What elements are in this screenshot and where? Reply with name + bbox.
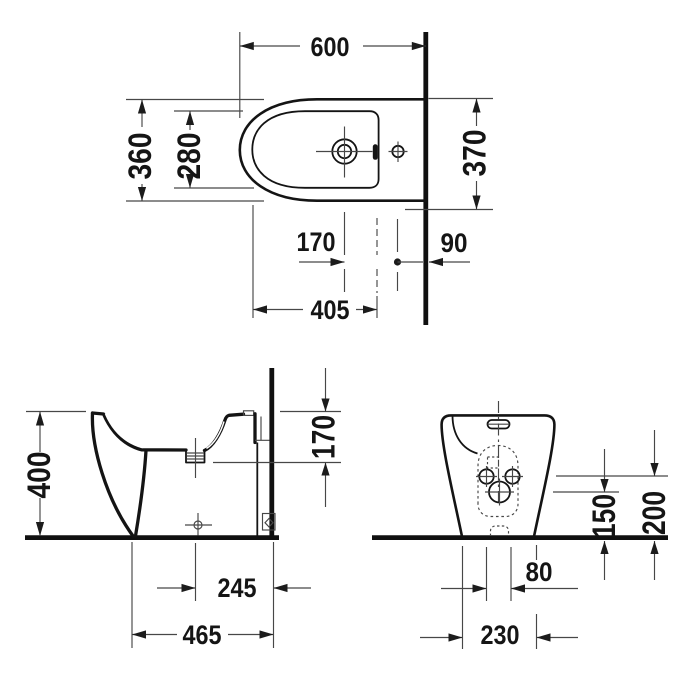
arrowhead xyxy=(429,257,443,267)
dim-360: 360 xyxy=(122,98,264,202)
dim-label-600: 600 xyxy=(311,32,350,62)
arrowhead xyxy=(35,522,45,536)
dim-label-200: 200 xyxy=(636,491,672,535)
dim-405: 405 xyxy=(252,205,378,325)
fixing-hole-crosshair xyxy=(388,141,408,162)
side-view: 400 170 245 465 xyxy=(21,368,342,650)
dim-370: 370 xyxy=(405,97,493,211)
arrowhead xyxy=(511,584,525,593)
arrowhead xyxy=(330,257,345,267)
arrowhead xyxy=(185,174,195,188)
dim-label-400: 400 xyxy=(21,452,57,499)
arrowhead xyxy=(273,583,288,593)
dim-label-360: 360 xyxy=(122,133,158,180)
bidet-outline-plan xyxy=(238,98,428,202)
arrowhead xyxy=(321,462,330,476)
dim-170-plan: 170 xyxy=(297,212,399,293)
extension-line xyxy=(461,545,538,649)
arrowhead xyxy=(600,541,609,554)
extension-line xyxy=(126,98,264,202)
rear-rim-slit xyxy=(206,421,225,450)
floor-fixing-crosshair xyxy=(185,513,212,536)
dim-150: 150 xyxy=(553,449,622,580)
arrowhead xyxy=(259,630,274,639)
rim-inner-contour xyxy=(451,415,478,455)
dim-label-170-plan: 170 xyxy=(297,227,336,257)
dim-label-405: 405 xyxy=(311,295,350,325)
dim-245: 245 xyxy=(157,543,311,603)
basin-outline-plan xyxy=(251,110,380,189)
arrowhead xyxy=(536,633,551,642)
dim-465: 465 xyxy=(131,542,275,650)
dim-400: 400 xyxy=(21,410,86,536)
dim-230: 230 xyxy=(420,545,578,650)
arrowhead xyxy=(321,398,330,412)
extension-line xyxy=(405,97,493,211)
dim-label-465: 465 xyxy=(183,620,222,650)
arrowhead xyxy=(253,305,267,314)
arrowhead xyxy=(472,195,481,210)
fixing-hole-right-crosshair xyxy=(502,466,523,487)
arrowhead xyxy=(472,98,481,113)
basin-profile xyxy=(90,411,188,452)
dim-label-80: 80 xyxy=(526,557,553,587)
bidet-front-profile xyxy=(90,411,135,538)
arrowhead xyxy=(137,99,147,114)
extension-line xyxy=(485,547,512,601)
dim-170-side: 170 xyxy=(213,368,342,507)
rim-slit xyxy=(104,413,143,449)
dim-200: 200 xyxy=(556,430,672,580)
dim-label-245: 245 xyxy=(218,573,257,603)
fixing-hole-left-crosshair xyxy=(476,466,497,487)
dim-label-170-side: 170 xyxy=(306,415,342,459)
front-view: 150 200 80 230 xyxy=(372,401,672,650)
arrowhead xyxy=(650,541,659,554)
extension-line xyxy=(174,110,254,189)
pedestal-edge xyxy=(133,448,148,538)
drain-hole-crosshair xyxy=(485,478,514,506)
arrowhead xyxy=(448,633,463,642)
bidet-outline-front xyxy=(440,414,556,537)
dim-600: 600 xyxy=(239,32,426,118)
dim-label-280: 280 xyxy=(171,133,207,180)
arrowhead xyxy=(239,41,254,51)
dim-label-370: 370 xyxy=(457,130,493,177)
dim-280: 280 xyxy=(171,110,254,189)
tap-mount-hidden xyxy=(486,456,500,469)
arrowhead xyxy=(132,630,146,639)
dim-label-90: 90 xyxy=(441,228,468,258)
fixing-bracket-detail xyxy=(264,517,274,528)
arrowhead xyxy=(137,187,147,201)
arrowhead xyxy=(181,583,196,593)
dim-label-230: 230 xyxy=(481,620,520,650)
overflow-slot xyxy=(372,144,378,160)
outlet-hidden xyxy=(489,525,510,536)
hidden-body-contour xyxy=(477,444,519,518)
arrowhead xyxy=(35,411,45,426)
extension-line xyxy=(213,410,341,464)
fixing-bracket xyxy=(261,512,276,531)
arrowhead xyxy=(650,463,659,476)
dim-80: 80 xyxy=(441,547,578,601)
dim-label-150: 150 xyxy=(586,494,622,538)
dim-90: 90 xyxy=(393,228,470,267)
extension-line xyxy=(252,205,378,318)
arrowhead xyxy=(363,305,377,314)
tap-hole-crosshair xyxy=(316,126,373,178)
arrowhead xyxy=(600,479,609,492)
rear-channel xyxy=(255,416,270,441)
arrowhead xyxy=(185,111,195,125)
arrowhead xyxy=(472,584,487,593)
arrowhead xyxy=(411,41,426,51)
extension-line xyxy=(131,542,275,648)
plan-view: 600 360 280 370 xyxy=(122,32,493,325)
